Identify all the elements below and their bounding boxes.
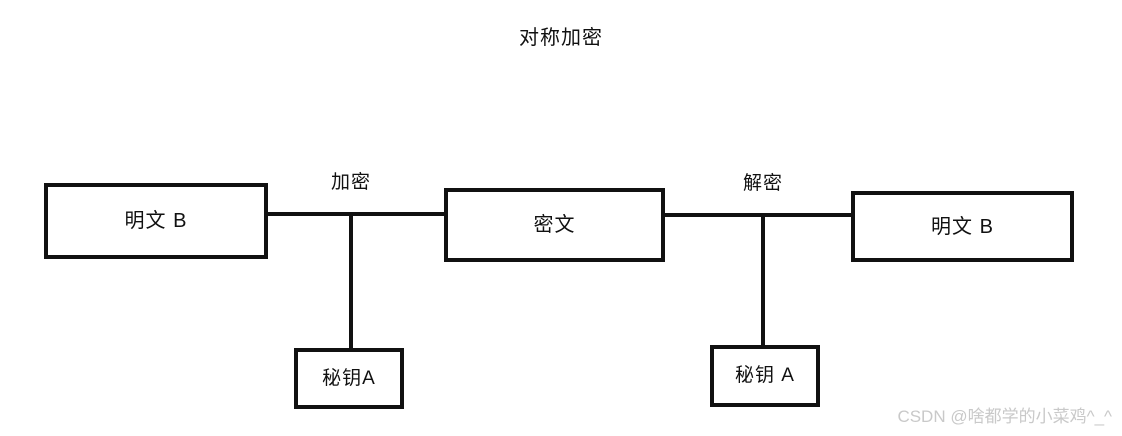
node-ciphertext-label: 密文 <box>533 214 576 236</box>
node-plaintext-result: 明文 B <box>851 191 1074 262</box>
edge-encrypt-horizontal <box>268 212 444 216</box>
node-key-encrypt-label: 秘钥A <box>322 367 376 389</box>
node-plaintext-result-label: 明文 B <box>931 215 994 238</box>
edge-decrypt-horizontal <box>665 213 851 217</box>
node-key-decrypt-label: 秘钥 A <box>735 365 795 386</box>
node-key-decrypt: 秘钥 A <box>710 345 820 407</box>
edge-encrypt-key-vertical <box>349 212 353 348</box>
node-plaintext-source: 明文 B <box>44 183 268 259</box>
watermark-text: CSDN @啥都学的小菜鸡^_^ <box>897 407 1112 426</box>
node-ciphertext: 密文 <box>444 188 665 262</box>
node-key-encrypt: 秘钥A <box>294 348 404 409</box>
diagram-title: 对称加密 <box>519 27 603 49</box>
edge-label-decrypt: 解密 <box>742 173 783 194</box>
node-plaintext-source-label: 明文 B <box>124 210 188 232</box>
edge-label-encrypt: 加密 <box>330 172 371 193</box>
edge-decrypt-key-vertical <box>761 213 765 345</box>
